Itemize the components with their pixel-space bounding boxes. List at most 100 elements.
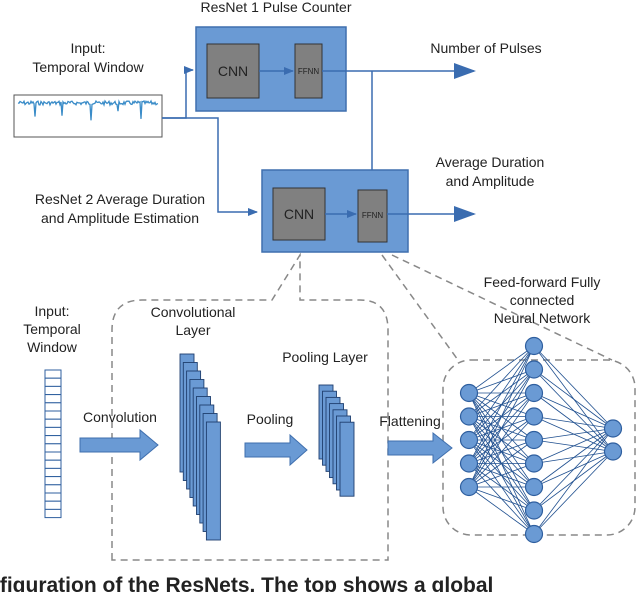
resnet2-output-line2: and Amplitude bbox=[446, 173, 535, 189]
resnet1-output-label: Number of Pulses bbox=[430, 40, 541, 56]
resnet1-ffnn-label: FFNN bbox=[298, 67, 320, 76]
resnet2-output-line1: Average Duration bbox=[436, 154, 545, 170]
input-cell bbox=[44, 377, 62, 387]
ffnn-neuron bbox=[524, 524, 544, 544]
ffnn-neuron bbox=[524, 383, 544, 403]
ffnn-neuron bbox=[524, 360, 544, 379]
input-cell bbox=[44, 508, 62, 519]
resnet2-cnn-label: CNN bbox=[284, 206, 314, 222]
ffnn-edge bbox=[468, 439, 535, 488]
ffnn-edge bbox=[468, 345, 535, 394]
ffnn-neuron bbox=[524, 477, 544, 497]
ffnn-edge bbox=[468, 486, 535, 511]
ffnn-edge bbox=[468, 463, 535, 488]
ffnn-neuron bbox=[459, 477, 479, 497]
ffnn-neuron bbox=[524, 407, 544, 426]
detail-input-vector bbox=[44, 369, 62, 519]
input-cell bbox=[44, 385, 62, 396]
input-cell bbox=[44, 426, 62, 437]
ffnn-neuron bbox=[459, 407, 479, 426]
ffnn-edge bbox=[468, 345, 535, 488]
resnet1-title: ResNet 1 Pulse Counter bbox=[201, 0, 352, 15]
ffnn-neuron bbox=[524, 336, 544, 356]
input-cell bbox=[44, 492, 62, 502]
ffnn-zoom-line-right bbox=[391, 254, 613, 361]
pooling-label: Pooling bbox=[247, 411, 294, 427]
ffnn-edge bbox=[468, 345, 535, 417]
ffnn-edge bbox=[533, 428, 614, 535]
pooling-layer-label: Pooling Layer bbox=[282, 349, 368, 365]
ffnn-edge bbox=[533, 416, 614, 429]
input-cell bbox=[44, 476, 62, 486]
ffnn-neuron bbox=[459, 383, 479, 403]
resnet2-title-line1: ResNet 2 Average Duration bbox=[35, 191, 205, 207]
ffnn-label-line3: Neural Network bbox=[494, 310, 591, 326]
input-cell bbox=[44, 418, 62, 428]
detail-input-line3: Window bbox=[27, 339, 78, 355]
resnet1-cnn-label: CNN bbox=[218, 63, 248, 79]
conv-layer-line2: Layer bbox=[175, 322, 210, 338]
ffnn-neuron bbox=[459, 454, 479, 473]
conv-feature-map bbox=[205, 421, 221, 541]
input-signal-trace bbox=[17, 99, 159, 121]
ffnn-neuron bbox=[524, 430, 544, 450]
input-cell bbox=[44, 467, 62, 478]
ffnn-neuron bbox=[524, 454, 544, 473]
cnn-detail-callout bbox=[111, 252, 389, 561]
ffnn-edge bbox=[468, 345, 535, 441]
input-cell bbox=[44, 410, 62, 420]
ffnn-connections bbox=[468, 345, 614, 535]
ffnn-neuron bbox=[524, 501, 544, 520]
convolution-arrow bbox=[79, 428, 159, 462]
pooling-layer-stack bbox=[318, 384, 355, 497]
ffnn-edge bbox=[533, 428, 614, 441]
resnet2-ffnn-module bbox=[357, 189, 388, 243]
flattening-arrow bbox=[387, 431, 453, 465]
resnet2-title-line2: and Amplitude Estimation bbox=[41, 210, 199, 226]
ffnn-edge bbox=[533, 345, 614, 429]
detail-input-line2: Temporal bbox=[23, 321, 81, 337]
ffnn-label-line1: Feed-forward Fully bbox=[484, 274, 601, 290]
input-cell bbox=[44, 484, 62, 494]
input-label-line1: Input: bbox=[70, 40, 105, 56]
ffnn-neuron bbox=[603, 419, 623, 438]
input-to-resnet1-arrow bbox=[162, 66, 194, 119]
ffnn-edge bbox=[533, 369, 614, 429]
ffnn-neurons bbox=[459, 336, 623, 544]
convolution-label: Convolution bbox=[83, 409, 157, 425]
ffnn-edge bbox=[533, 428, 614, 488]
input-cell bbox=[44, 394, 62, 404]
pooling-feature-map bbox=[339, 421, 355, 497]
ffnn-edge bbox=[468, 486, 535, 535]
ffnn-edge bbox=[533, 392, 614, 429]
input-cell bbox=[44, 500, 62, 510]
resnet2-ffnn-label: FFNN bbox=[362, 211, 384, 220]
pooling-arrow bbox=[244, 433, 308, 467]
ffnn-edge bbox=[468, 345, 535, 464]
ffnn-edge bbox=[468, 416, 535, 488]
input-cell bbox=[44, 402, 62, 412]
figure-caption: ifiguration of the ResNets. The top show… bbox=[0, 574, 493, 592]
input-to-resnet2-arrow bbox=[162, 117, 258, 216]
conv-layer-line1: Convolutional bbox=[151, 304, 236, 320]
ffnn-edge bbox=[533, 428, 614, 464]
ffnn-neuron bbox=[603, 442, 623, 461]
resnet1-cnn-module bbox=[206, 43, 260, 99]
ffnn-label-line2: connected bbox=[510, 292, 575, 308]
ffnn-edge bbox=[533, 451, 614, 535]
input-cell bbox=[44, 369, 62, 379]
input-cell bbox=[44, 451, 62, 461]
ffnn-zoom-line-left bbox=[381, 254, 459, 361]
input-cell bbox=[44, 443, 62, 453]
ffnn-edge bbox=[533, 428, 614, 511]
input-cell bbox=[44, 435, 62, 445]
convolutional-layer-stack bbox=[179, 353, 221, 541]
ffnn-neuron bbox=[459, 430, 479, 450]
detail-input-line1: Input: bbox=[34, 303, 69, 319]
flattening-label: Flattening bbox=[379, 413, 440, 429]
ffnn-edge bbox=[468, 369, 535, 488]
input-cell bbox=[44, 459, 62, 469]
resnet1-ffnn-module bbox=[294, 43, 323, 99]
ffnn-edge bbox=[468, 392, 535, 488]
